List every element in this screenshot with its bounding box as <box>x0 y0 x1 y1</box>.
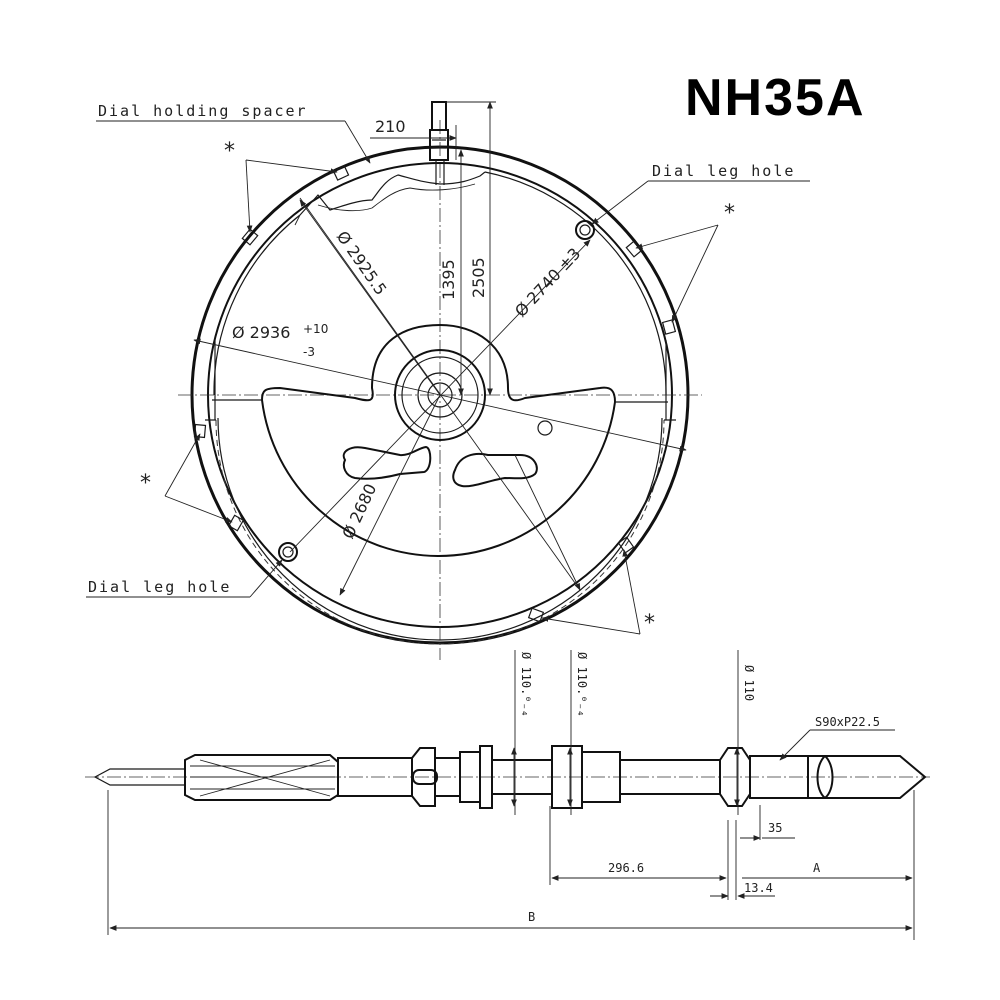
movement-top-view <box>178 101 702 660</box>
stem-dim-35: 35 <box>768 821 782 835</box>
stem-dim-2966: 296.6 <box>608 861 644 875</box>
stem-top <box>431 101 447 131</box>
rotor-cover-arc <box>261 399 616 557</box>
stem-dia2: Ø 110.⁰₋₄ <box>575 652 589 717</box>
callouts: Dial holding spacer Dial leg hole Dial l… <box>86 102 810 636</box>
dim-d2925: Ø 2925.5 <box>333 227 391 298</box>
star-top-left: * <box>224 139 235 164</box>
dial-leg-hole-top-right-inner <box>579 224 591 236</box>
dim-1395: 1395 <box>439 259 458 300</box>
dial-leg-hole-top-right <box>575 220 595 240</box>
dial-leg-hole-bottom-left <box>278 542 298 562</box>
ring-arc-right <box>484 171 667 396</box>
rotor-lower-band <box>217 417 663 641</box>
stem-side-view: Ø 110.⁰₋₄ Ø 110.⁰₋₄ Ø 110 S90xP22.5 35 2… <box>85 650 930 940</box>
dim-d2680: Ø 2680 <box>338 481 380 542</box>
top-cutout <box>299 171 486 216</box>
stem-dia1: Ø 110.⁰₋₄ <box>519 652 533 717</box>
label-dial-leg-hole-top: Dial leg hole <box>652 162 795 180</box>
model-title: NH35A <box>685 69 866 127</box>
dim-d2936: Ø 2936 <box>232 323 290 342</box>
stem-dim-A: A <box>813 861 821 875</box>
stem-thread: S90xP22.5 <box>815 715 880 729</box>
label-dial-holding-spacer: Dial holding spacer <box>98 102 308 120</box>
dim-210: 210 <box>375 117 406 136</box>
dim-2505: 2505 <box>469 257 488 298</box>
star-bottom-right: * <box>644 611 655 636</box>
star-top-right: * <box>724 201 735 226</box>
dim-d2936-tol-up: +10 <box>303 322 328 336</box>
dim-d2740: Ø 2740 ±3 <box>511 244 584 321</box>
stem-dim-134: 13.4 <box>744 881 773 895</box>
rotor-inner-dashed <box>215 419 665 645</box>
stem-dia3: Ø 110 <box>742 665 756 701</box>
threaded-end <box>808 755 828 799</box>
dial-leg-hole-bottom-left-inner <box>282 546 294 558</box>
label-dial-leg-hole-bottom: Dial leg hole <box>88 578 231 596</box>
cutout-edge <box>294 214 301 226</box>
stem-top-base <box>429 129 449 161</box>
slot-right <box>452 452 538 488</box>
dim-d2936-tol-dn: -3 <box>303 345 315 359</box>
star-left: * <box>140 471 151 496</box>
top-cutout-inner <box>317 183 476 212</box>
rotor-cover-outer <box>261 323 616 403</box>
stem-dim-B: B <box>528 910 535 924</box>
small-hole <box>537 420 553 436</box>
